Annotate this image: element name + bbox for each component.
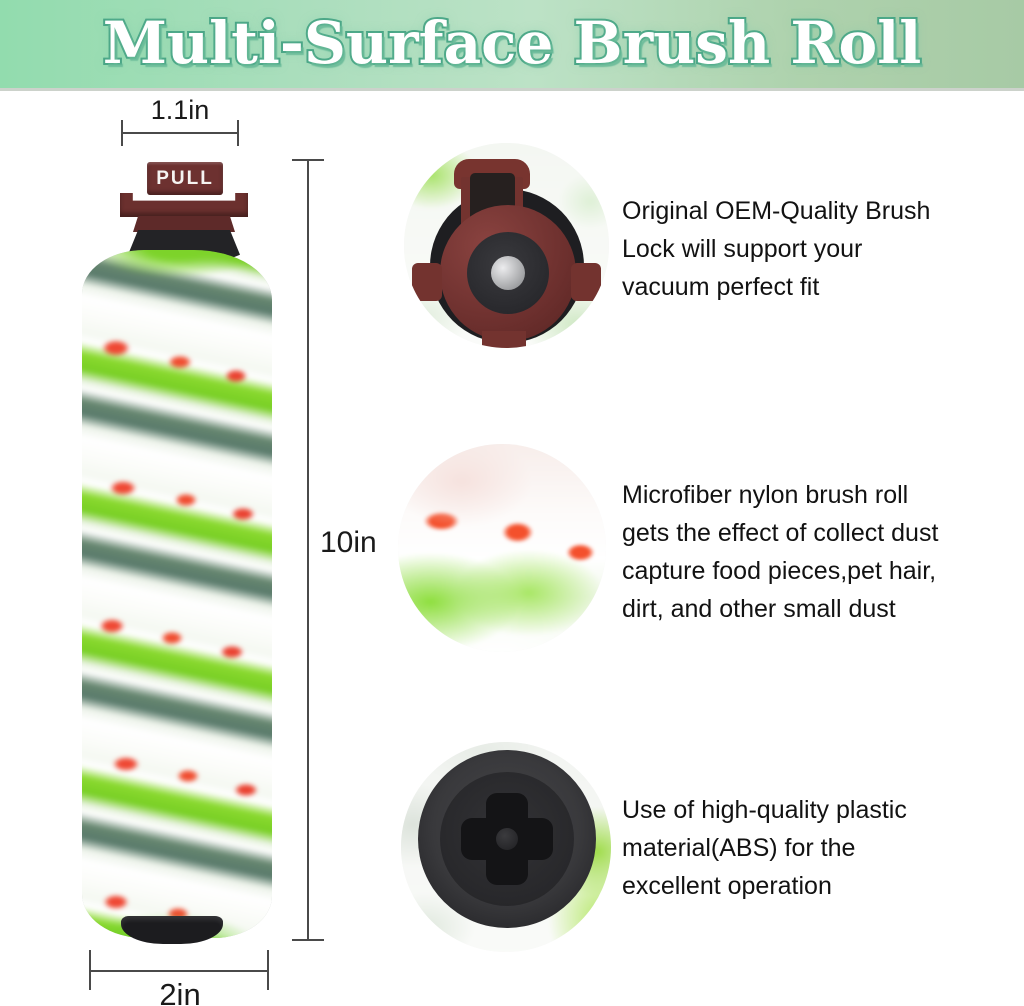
feature-text-abs-plastic: Use of high-quality plastic material(ABS… bbox=[622, 791, 1007, 905]
page-title: Multi-Surface Brush Roll bbox=[101, 7, 924, 79]
photo-circle-end-cap bbox=[401, 742, 611, 952]
brush-lock-metal-pin bbox=[491, 256, 525, 290]
microfiber-photo-background bbox=[398, 444, 606, 652]
feature-text-line: Microfiber nylon brush roll bbox=[622, 481, 909, 509]
pull-label: PULL bbox=[156, 167, 214, 189]
dimension-line-bottom-width bbox=[90, 970, 268, 972]
pull-tab: PULL bbox=[147, 162, 223, 195]
brush-cap-flange bbox=[120, 193, 248, 217]
brush-roll-photo bbox=[82, 250, 272, 938]
brush-cap-neck bbox=[133, 216, 235, 232]
dimension-tick-top bbox=[292, 159, 324, 161]
photo-circle-microfiber bbox=[398, 444, 606, 652]
photo-circle-brush-lock bbox=[404, 143, 609, 348]
feature-text-line: Original OEM-Quality Brush bbox=[622, 197, 931, 225]
brush-lock-right-wing bbox=[571, 263, 601, 301]
feature-text-line: material(ABS) for the bbox=[622, 834, 856, 862]
dimension-label-bottom-width: 2in bbox=[159, 977, 201, 1006]
dimension-tick-right bbox=[237, 120, 239, 146]
brush-roll-fiber-pattern bbox=[82, 250, 272, 938]
end-cap-center-hub bbox=[496, 828, 518, 850]
feature-text-line: dirt, and other small dust bbox=[622, 595, 896, 623]
dimension-tick-left bbox=[89, 950, 91, 990]
banner: Multi-Surface Brush Roll bbox=[0, 0, 1024, 91]
feature-text-microfiber: Microfiber nylon brush roll gets the eff… bbox=[622, 476, 1007, 628]
brush-lock-bottom-tab bbox=[482, 331, 526, 348]
dimension-tick-right bbox=[267, 950, 269, 990]
feature-text-line: gets the effect of collect dust bbox=[622, 519, 939, 547]
dimension-tick-bottom bbox=[292, 939, 324, 941]
feature-text-line: Lock will support your bbox=[622, 235, 863, 263]
dimension-label-height: 10in bbox=[320, 526, 377, 559]
dimension-tick-left bbox=[121, 120, 123, 146]
feature-text-line: capture food pieces,pet hair, bbox=[622, 557, 937, 585]
brush-lock-left-wing bbox=[412, 263, 442, 301]
dimension-label-top-width: 1.1in bbox=[150, 95, 210, 125]
dimension-line-top-width bbox=[122, 132, 238, 134]
feature-text-line: Use of high-quality plastic bbox=[622, 796, 907, 824]
feature-text-brush-lock: Original OEM-Quality Brush Lock will sup… bbox=[622, 192, 1007, 306]
feature-text-line: excellent operation bbox=[622, 872, 832, 900]
brush-bottom-end-cap bbox=[121, 916, 223, 944]
dimension-line-height bbox=[307, 160, 309, 940]
feature-text-line: vacuum perfect fit bbox=[622, 273, 820, 301]
